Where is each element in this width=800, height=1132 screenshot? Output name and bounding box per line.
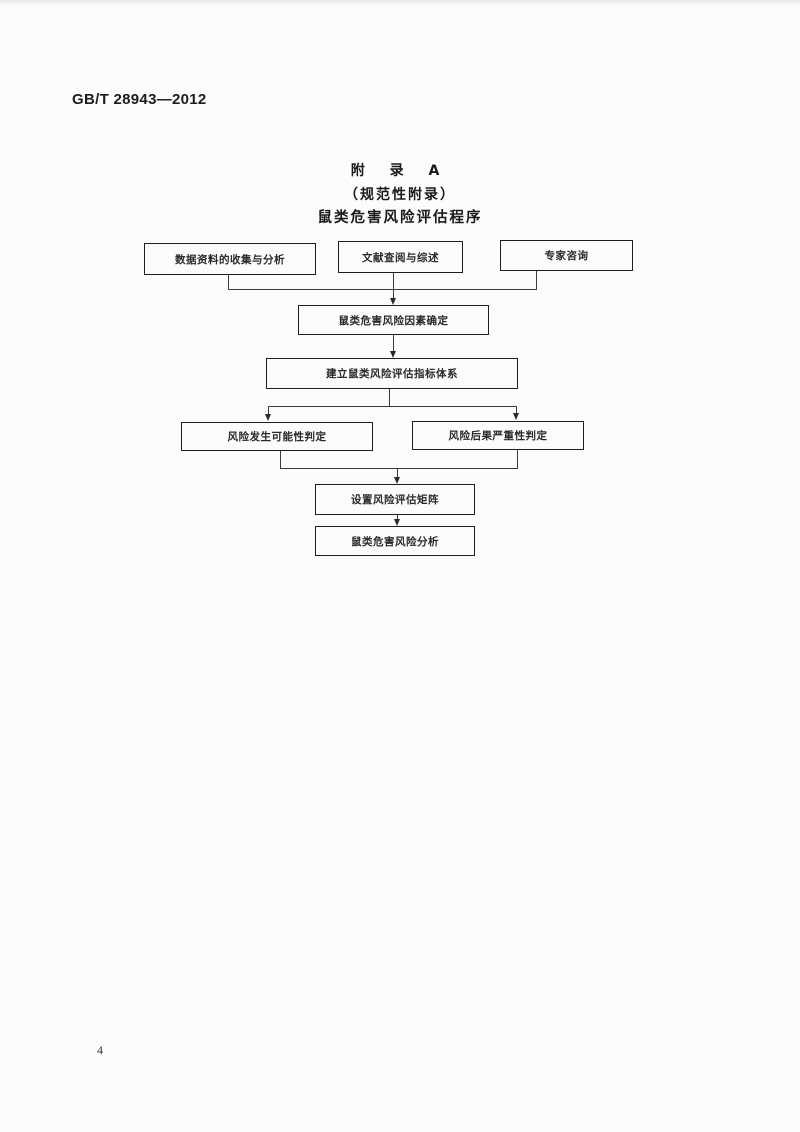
connector-line bbox=[397, 468, 398, 478]
connector-line bbox=[268, 406, 269, 415]
flow-box-index-system: 建立鼠类风险评估指标体系 bbox=[266, 358, 518, 389]
connector-line bbox=[393, 273, 394, 298]
flow-box-label: 文献查阅与综述 bbox=[362, 251, 439, 264]
flow-box-label: 专家咨询 bbox=[544, 250, 589, 262]
connector-line bbox=[397, 515, 398, 520]
flow-box-data-collection: 数据资料的收集与分析 bbox=[144, 243, 316, 275]
flow-box-label: 数据资料的收集与分析 bbox=[175, 253, 285, 266]
connector-line bbox=[516, 406, 517, 414]
connector-line bbox=[268, 406, 517, 407]
flow-box-label: 鼠类危害风险因素确定 bbox=[338, 314, 449, 327]
scan-edge-shadow bbox=[0, 0, 800, 6]
flow-box-risk-factor: 鼠类危害风险因素确定 bbox=[298, 305, 489, 335]
connector-line bbox=[517, 450, 518, 469]
flow-box-label: 风险发生可能性判定 bbox=[227, 431, 327, 443]
flow-box-label: 风险后果严重性判定 bbox=[448, 430, 548, 442]
flow-box-expert-consultation: 专家咨询 bbox=[500, 240, 633, 271]
page-number: 4 bbox=[97, 1043, 103, 1057]
arrow-down-icon bbox=[265, 414, 271, 421]
arrow-down-icon bbox=[390, 351, 396, 358]
arrow-down-icon bbox=[394, 519, 400, 526]
flow-box-literature-review: 文献查阅与综述 bbox=[338, 241, 463, 273]
flow-box-label: 设置风险评估矩阵 bbox=[351, 494, 439, 506]
connector-line bbox=[280, 451, 281, 469]
flow-box-label: 建立鼠类风险评估指标体系 bbox=[326, 368, 458, 380]
flow-box-risk-matrix: 设置风险评估矩阵 bbox=[315, 484, 475, 515]
connector-line bbox=[228, 289, 537, 290]
connector-line bbox=[536, 271, 537, 290]
flow-box-likelihood: 风险发生可能性判定 bbox=[181, 422, 373, 451]
connector-line bbox=[389, 389, 390, 407]
appendix-name: 鼠类危害风险评估程序 bbox=[317, 210, 483, 226]
connector-line bbox=[393, 335, 394, 351]
flow-box-severity: 风险后果严重性判定 bbox=[412, 421, 584, 450]
arrow-down-icon bbox=[513, 413, 519, 420]
arrow-down-icon bbox=[390, 298, 396, 305]
flow-box-label: 鼠类危害风险分析 bbox=[351, 535, 439, 548]
connector-line bbox=[228, 275, 229, 290]
arrow-down-icon bbox=[394, 477, 400, 484]
connector-line bbox=[280, 468, 518, 469]
standard-code: GB/T 28943—2012 bbox=[72, 91, 207, 108]
flow-box-risk-analysis: 鼠类危害风险分析 bbox=[315, 526, 475, 556]
appendix-title: 附 录 A bbox=[350, 163, 450, 179]
appendix-type: （规范性附录） bbox=[344, 187, 456, 203]
